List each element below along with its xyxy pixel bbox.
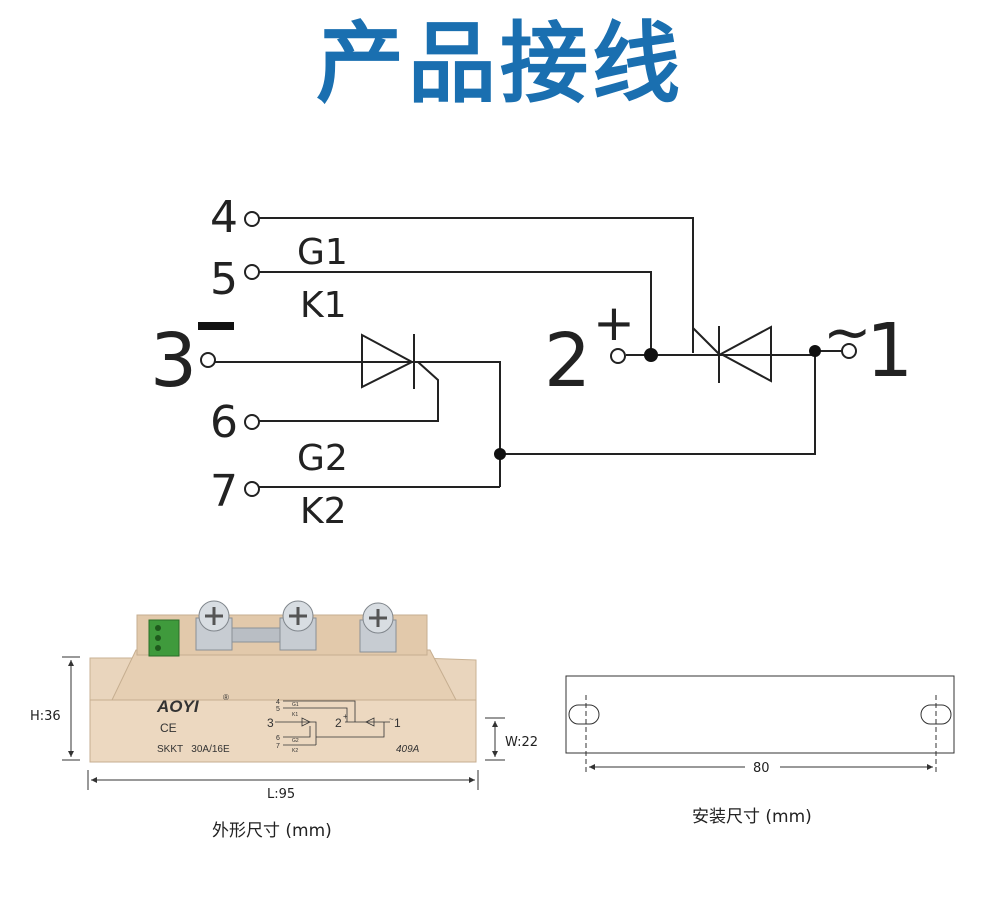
caption-outline: 外形尺寸 (mm) xyxy=(212,821,332,841)
junction-dot xyxy=(494,448,506,460)
module-brand: AOYI xyxy=(156,697,200,716)
label-k1: K1 xyxy=(300,285,347,326)
terminal-6-label: 6 xyxy=(210,397,238,448)
dim-length: L:95 xyxy=(267,787,295,802)
screw-3 xyxy=(359,602,397,653)
mini-7: 7 xyxy=(276,743,280,750)
wire-terminal-6 xyxy=(259,361,439,422)
module-ce: CE xyxy=(160,721,177,735)
terminal-3-label: 3 xyxy=(150,318,197,404)
terminal-2-pin xyxy=(610,348,626,364)
terminal-7-label: 7 xyxy=(210,466,238,517)
label-g1: G1 xyxy=(297,232,348,273)
dim-width: W:22 xyxy=(505,735,538,750)
terminal-7-pin xyxy=(244,481,260,497)
junction-dot xyxy=(809,345,821,357)
mini-g2: G2 xyxy=(292,738,299,744)
label-g2: G2 xyxy=(297,438,348,479)
terminal-1-label: 1 xyxy=(866,308,913,394)
thyristor-1 xyxy=(361,333,415,389)
install-drawing xyxy=(565,675,955,775)
minus-sign xyxy=(198,322,234,330)
page-title: 产品接线 xyxy=(315,12,684,115)
thyristor-2 xyxy=(692,325,772,383)
mini-2: 2 xyxy=(335,716,342,730)
mini-4: 4 xyxy=(276,699,280,706)
caption-install: 安装尺寸 (mm) xyxy=(692,807,812,827)
screw-2 xyxy=(279,600,317,651)
mini-5: 5 xyxy=(276,706,280,713)
terminal-5-pin xyxy=(244,264,260,280)
dimension-lines xyxy=(62,656,505,790)
terminal-6-pin xyxy=(244,414,260,430)
terminal-5-label: 5 xyxy=(210,254,238,305)
wire-terminal-3 xyxy=(215,361,501,487)
terminal-4-label: 4 xyxy=(210,192,238,243)
screw-1 xyxy=(195,600,233,651)
terminal-3-pin xyxy=(200,352,216,368)
terminal-circles xyxy=(200,211,857,497)
mini-k1: K1 xyxy=(292,712,298,718)
plus-sign: + xyxy=(593,294,635,352)
mini-g1: G1 xyxy=(292,702,299,708)
wire-terminal-5 xyxy=(259,271,652,353)
wire-bottom-link xyxy=(500,351,816,455)
dim-height: H:36 xyxy=(30,709,61,724)
module-code: 409A xyxy=(396,744,420,755)
gate-terminal-block xyxy=(148,619,180,657)
install-dim: 80 xyxy=(753,761,770,776)
terminal-1-pin xyxy=(841,343,857,359)
label-k2: K2 xyxy=(300,491,347,532)
mini-1: 1 xyxy=(394,716,401,730)
junction-dot xyxy=(644,348,658,362)
terminal-2-label: 2 xyxy=(544,318,591,404)
terminal-4-pin xyxy=(244,211,260,227)
mini-schematic xyxy=(275,700,390,746)
module-model: SKKT 30A/16E xyxy=(157,744,230,755)
module-photo: AOYI ® CE SKKT 30A/16E 409A 4 5 G1 K1 3 … xyxy=(89,600,477,763)
mini-k2: K2 xyxy=(292,748,298,754)
mini-6: 6 xyxy=(276,735,280,742)
wire-terminal-4 xyxy=(259,217,694,353)
mini-plus: + xyxy=(343,712,348,721)
module-registered: ® xyxy=(223,693,229,702)
tilde-sign: ~ xyxy=(823,298,872,366)
mini-tilde: ~ xyxy=(389,715,394,724)
mini-3: 3 xyxy=(267,716,274,730)
